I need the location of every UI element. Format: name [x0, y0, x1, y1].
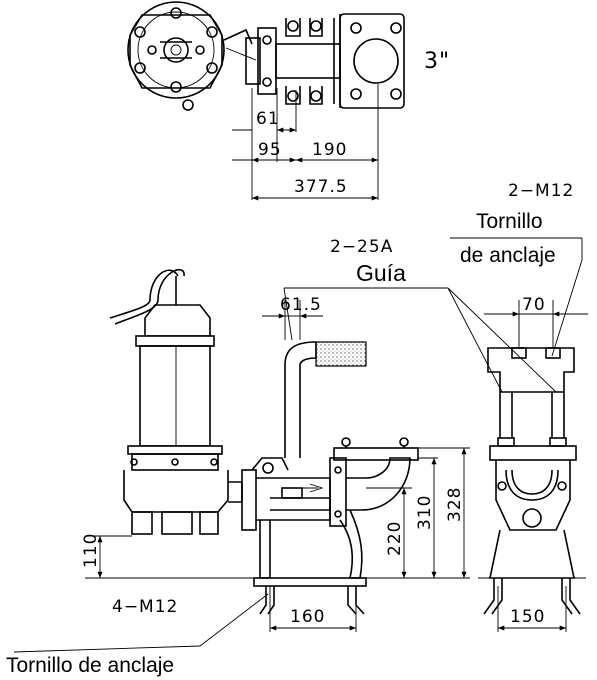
dim-160: 160	[290, 607, 325, 627]
side-view: 2−M12 Tornillo de anclaje 70	[450, 181, 588, 632]
dim-190: 190	[312, 140, 347, 160]
dim-328: 328	[445, 487, 465, 522]
dim-95: 95	[258, 140, 282, 160]
guide-label: Guía	[356, 260, 406, 286]
pipe-size-label: 3"	[424, 49, 450, 74]
dim-61: 61	[256, 109, 280, 129]
dim-150: 150	[510, 607, 545, 627]
dim-377-5: 377.5	[294, 177, 348, 197]
guide-spec-2-25a: 2−25A	[330, 237, 393, 257]
dim-220: 220	[385, 521, 405, 556]
bolt-spec-4-m12: 4−M12	[112, 597, 178, 617]
dim-110: 110	[81, 533, 101, 568]
dim-310: 310	[415, 495, 435, 530]
anchor-bolt-label-line1: Tornillo	[476, 210, 543, 233]
top-view: 3" 61 95 190 377.5	[127, 1, 450, 201]
dim-61-5: 61.5	[280, 295, 322, 315]
front-view: 61.5 110 220 310 328 160 4−M12 Tornillo …	[6, 237, 557, 677]
anchor-bolt-label-line2: de anclaje	[460, 244, 556, 267]
dim-70: 70	[522, 295, 546, 315]
bolt-spec-2-m12: 2−M12	[508, 181, 574, 201]
anchor-bolt-label-bottom: Tornillo de anclaje	[6, 654, 174, 677]
